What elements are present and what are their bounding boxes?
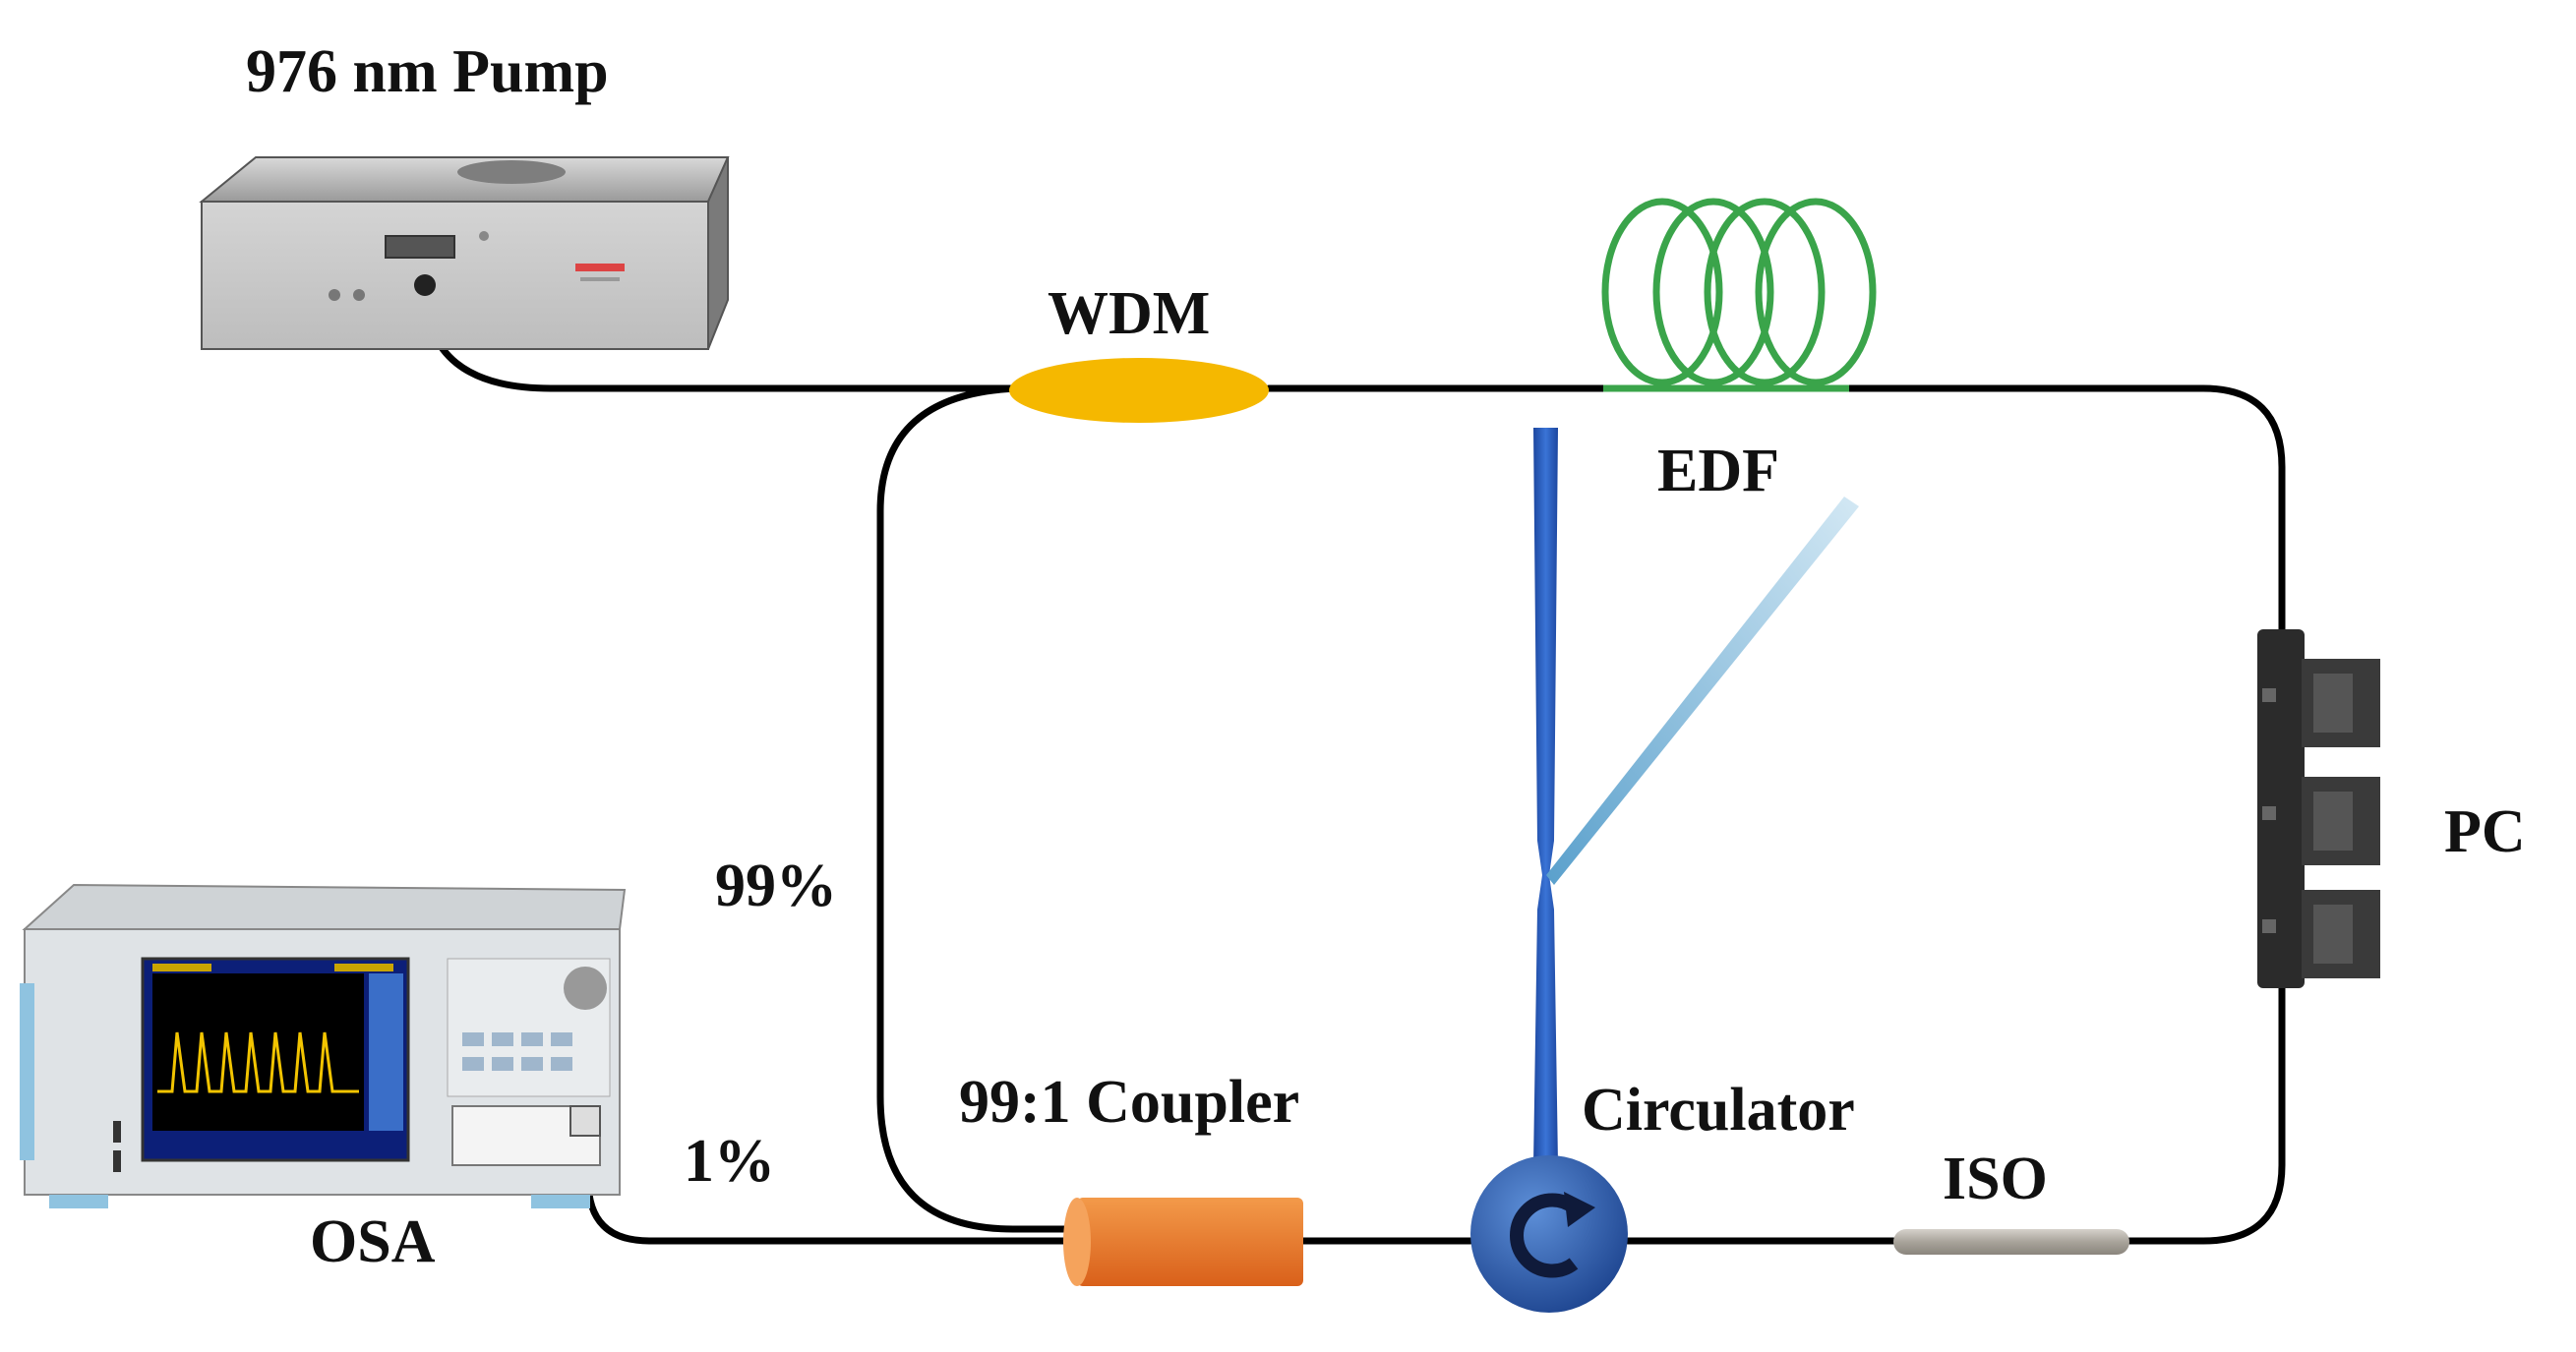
osa-label: OSA	[310, 1208, 436, 1275]
circulator	[1470, 1155, 1628, 1313]
fiber-ring	[421, 283, 2286, 1245]
pump-label: 976 nm Pump	[246, 38, 609, 105]
edf-label: EDF	[1657, 438, 1779, 504]
coupler	[1063, 1198, 1303, 1286]
wdm-coupler	[1009, 358, 1269, 423]
fbg-element	[1533, 428, 1859, 1165]
polarization-controller-icon	[2257, 629, 2380, 988]
coupler-label: 99:1 Coupler	[959, 1069, 1300, 1136]
fiber-coupler-to-wdm	[876, 384, 1071, 1233]
isolator	[1893, 1229, 2129, 1255]
circulator-label: Circulator	[1582, 1077, 1855, 1144]
circulator-arrow-icon	[1510, 1193, 1579, 1278]
wdm-label: WDM	[1048, 280, 1211, 347]
edf-coil	[1601, 198, 1877, 392]
fiber-edf-to-pc	[1835, 384, 2286, 638]
pump-unit	[199, 156, 730, 350]
iso-label: ISO	[1943, 1146, 2048, 1212]
fiber-pc-to-iso	[2126, 979, 2286, 1245]
split-99-label: 99%	[715, 852, 837, 919]
osa-instrument	[20, 883, 627, 1208]
split-1-label: 1%	[684, 1128, 775, 1195]
pc-label: PC	[2444, 798, 2526, 865]
